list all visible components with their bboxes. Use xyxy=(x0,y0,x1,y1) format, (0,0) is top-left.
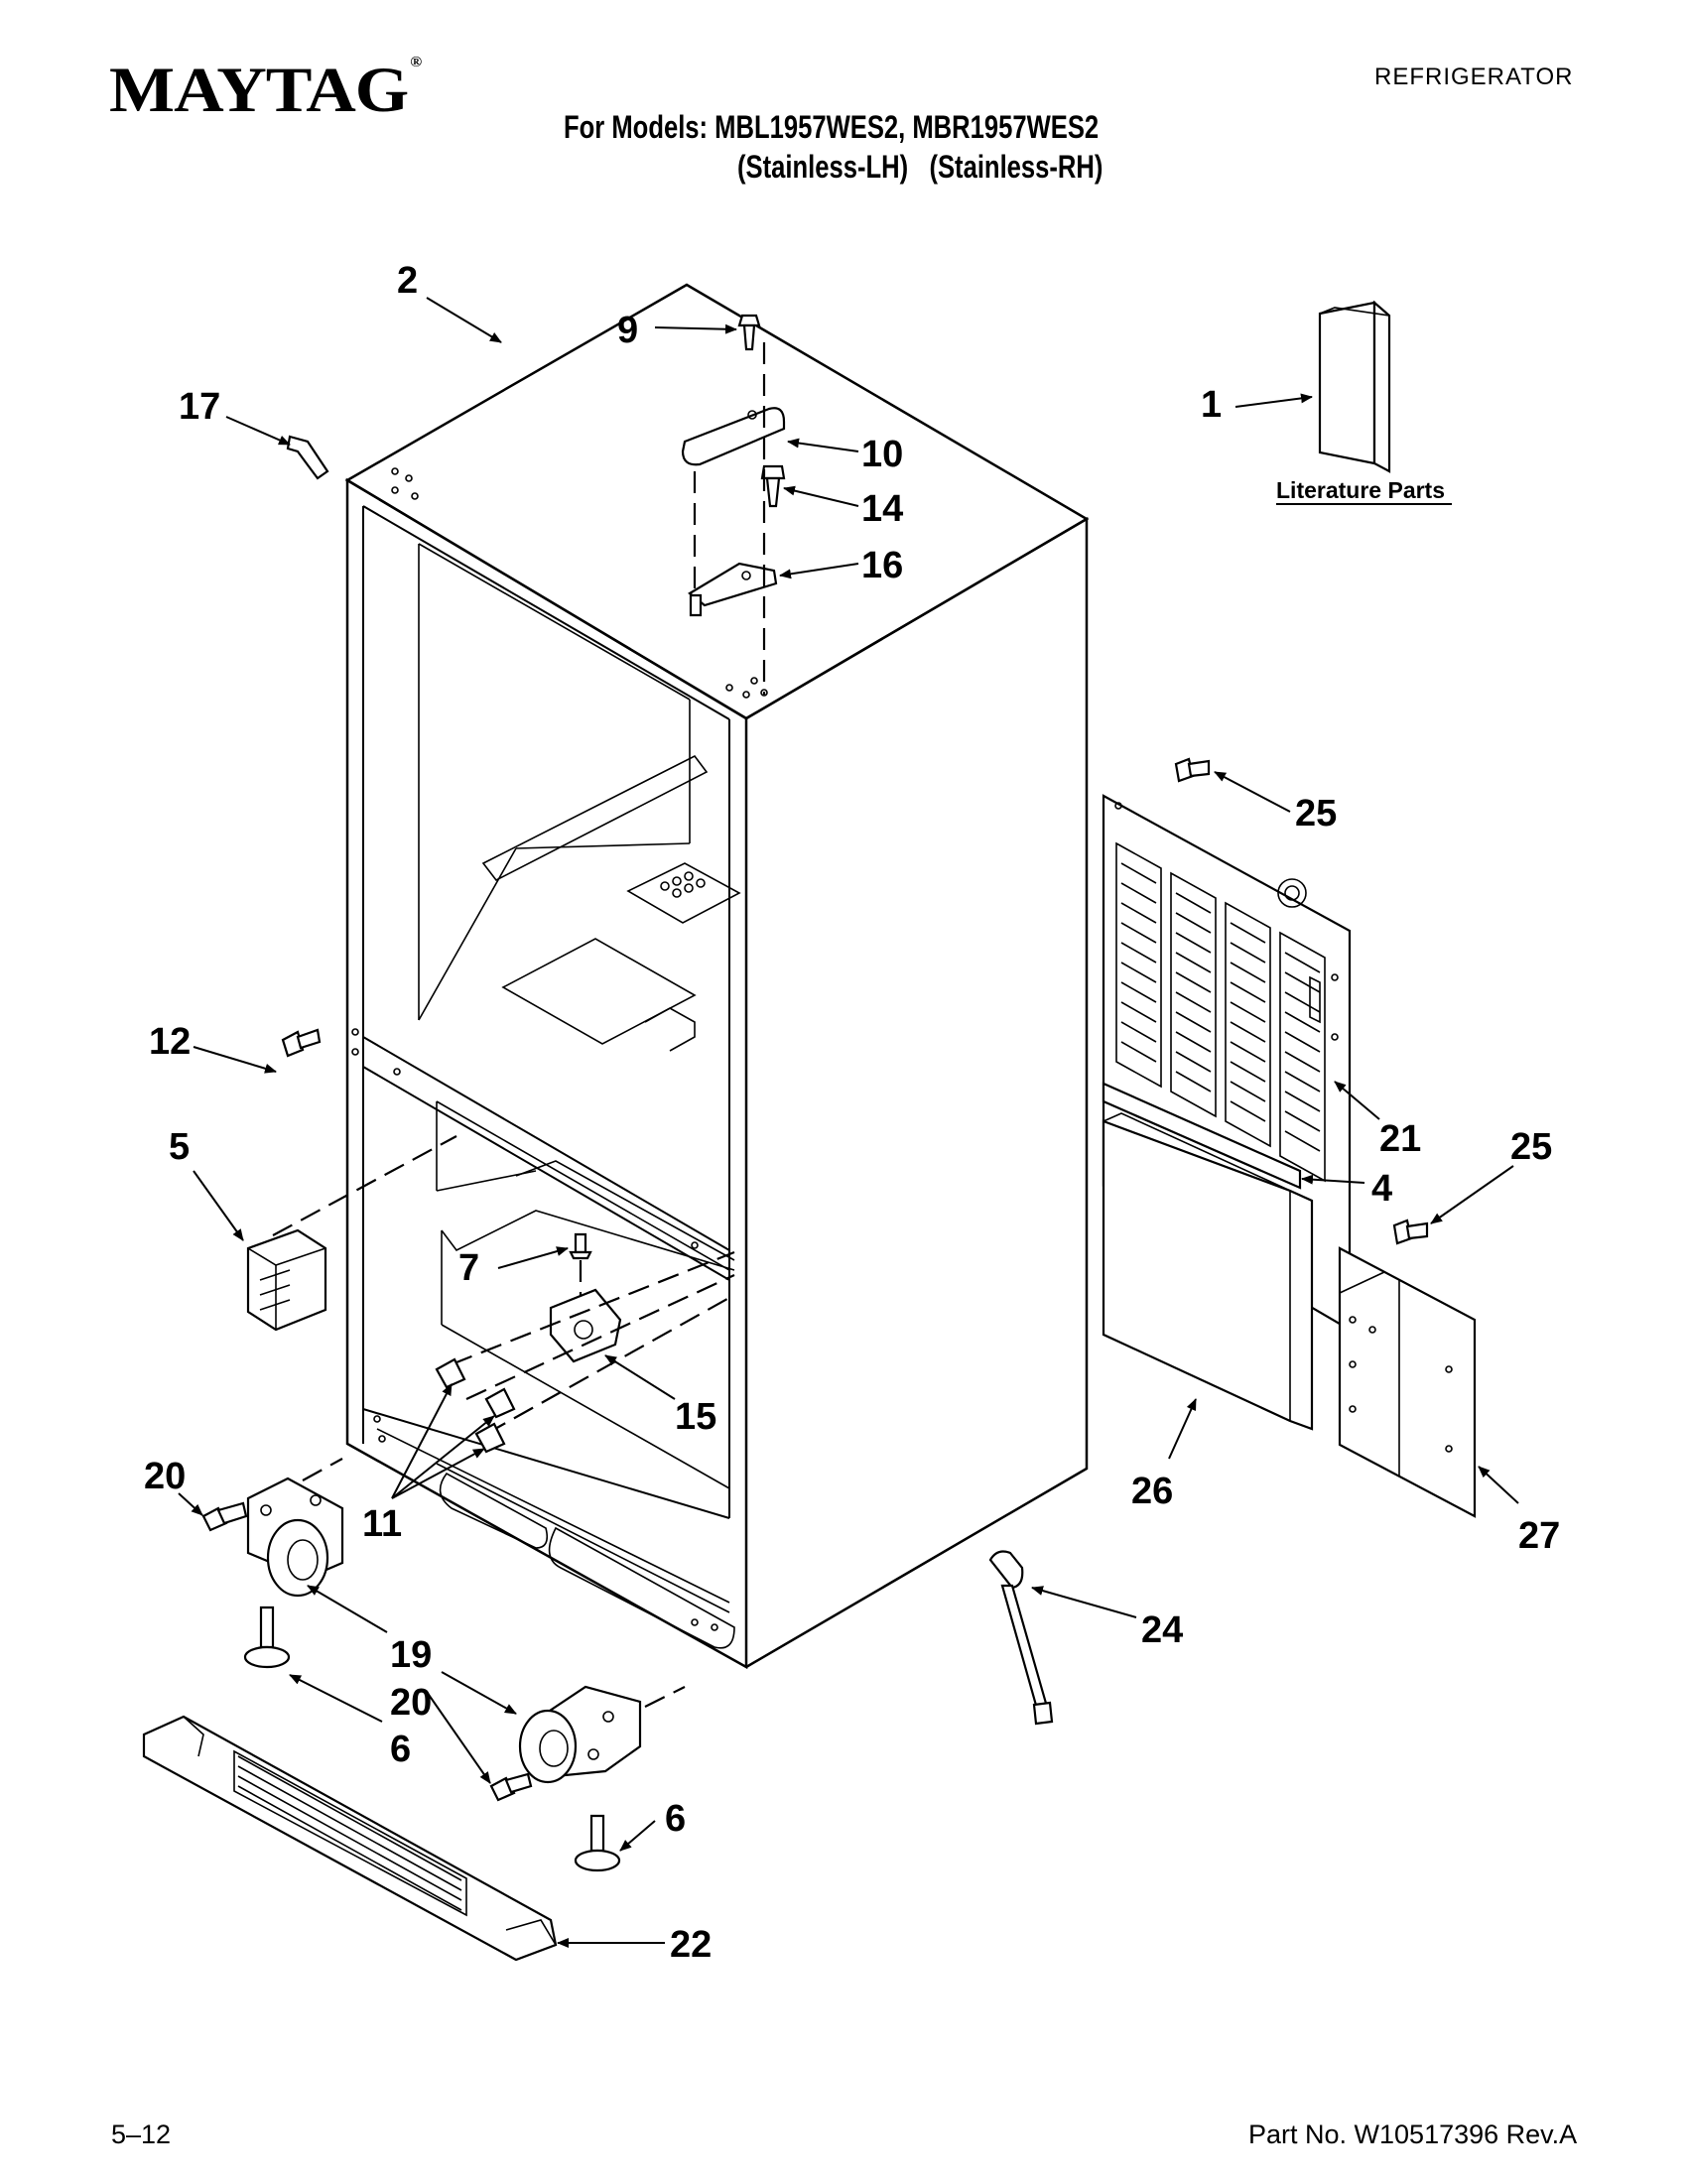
callout-9: 9 xyxy=(617,310,638,351)
callout-2: 2 xyxy=(397,260,418,302)
callout-24: 24 xyxy=(1141,1609,1183,1651)
literature-booklet xyxy=(1318,300,1391,473)
screw-25-top xyxy=(1174,757,1211,783)
callout-7: 7 xyxy=(458,1247,479,1289)
callout-25-side: 25 xyxy=(1510,1126,1552,1168)
control-box-5 xyxy=(246,1228,327,1332)
toe-grille-22 xyxy=(142,1715,558,1962)
callout-25-top: 25 xyxy=(1295,793,1337,835)
hinge-cover-10 xyxy=(681,407,786,466)
callout-14: 14 xyxy=(861,488,903,530)
callout-5: 5 xyxy=(169,1126,190,1168)
callout-22: 22 xyxy=(670,1924,712,1966)
callout-15: 15 xyxy=(675,1396,716,1438)
brand-name: MAYTAG xyxy=(109,56,409,126)
front-roller-left xyxy=(246,1477,344,1598)
callout-6-right: 6 xyxy=(665,1798,686,1840)
tube-24 xyxy=(988,1550,1054,1726)
bracket-15 xyxy=(549,1288,622,1363)
variants-line: (Stainless-LH) (Stainless-RH) xyxy=(737,149,1104,185)
callout-17: 17 xyxy=(179,386,220,428)
clip-17 xyxy=(286,435,329,480)
hinge-screw-14 xyxy=(760,464,786,508)
part-number: Part No. W10517396 Rev.A xyxy=(1248,2120,1578,2149)
callout-26: 26 xyxy=(1131,1471,1173,1512)
callout-4: 4 xyxy=(1371,1168,1392,1210)
callout-21: 21 xyxy=(1379,1118,1421,1160)
page-number: 5–12 xyxy=(111,2120,172,2149)
callout-6-left: 6 xyxy=(390,1729,411,1770)
callout-20-left: 20 xyxy=(144,1456,186,1497)
models-line: For Models: MBL1957WES2, MBR1957WES2 xyxy=(564,109,1100,145)
leveler-6-left xyxy=(243,1606,291,1669)
screw-25-side xyxy=(1392,1219,1429,1245)
top-hinge-16 xyxy=(688,562,778,617)
screw-20-right xyxy=(489,1772,533,1802)
document-type: REFRIGERATOR xyxy=(1374,64,1574,90)
callout-12: 12 xyxy=(149,1021,191,1063)
callout-27: 27 xyxy=(1518,1515,1560,1557)
leveler-6-right xyxy=(574,1814,621,1872)
front-roller-right xyxy=(518,1685,642,1784)
callout-19: 19 xyxy=(390,1634,432,1676)
cover-panel-27 xyxy=(1338,1246,1477,1518)
leader-arrows xyxy=(178,297,1519,1948)
brand-logo: MAYTAG® xyxy=(109,55,422,128)
callout-20-right: 20 xyxy=(390,1682,432,1724)
literature-parts-label: Literature Parts xyxy=(1276,477,1445,503)
hinge-screw-9 xyxy=(737,314,761,351)
strip-4 xyxy=(1102,1082,1302,1190)
registered-mark: ® xyxy=(410,55,422,70)
cabinet xyxy=(344,283,1090,1670)
callout-11: 11 xyxy=(362,1503,402,1545)
screw-20-left xyxy=(201,1501,248,1532)
callout-10: 10 xyxy=(861,434,903,475)
insulation-26 xyxy=(1102,1112,1314,1431)
screw-12 xyxy=(281,1028,322,1058)
callout-1: 1 xyxy=(1201,384,1222,426)
screws-11 xyxy=(435,1357,516,1454)
pin-7 xyxy=(569,1232,592,1260)
callout-16: 16 xyxy=(861,545,903,586)
